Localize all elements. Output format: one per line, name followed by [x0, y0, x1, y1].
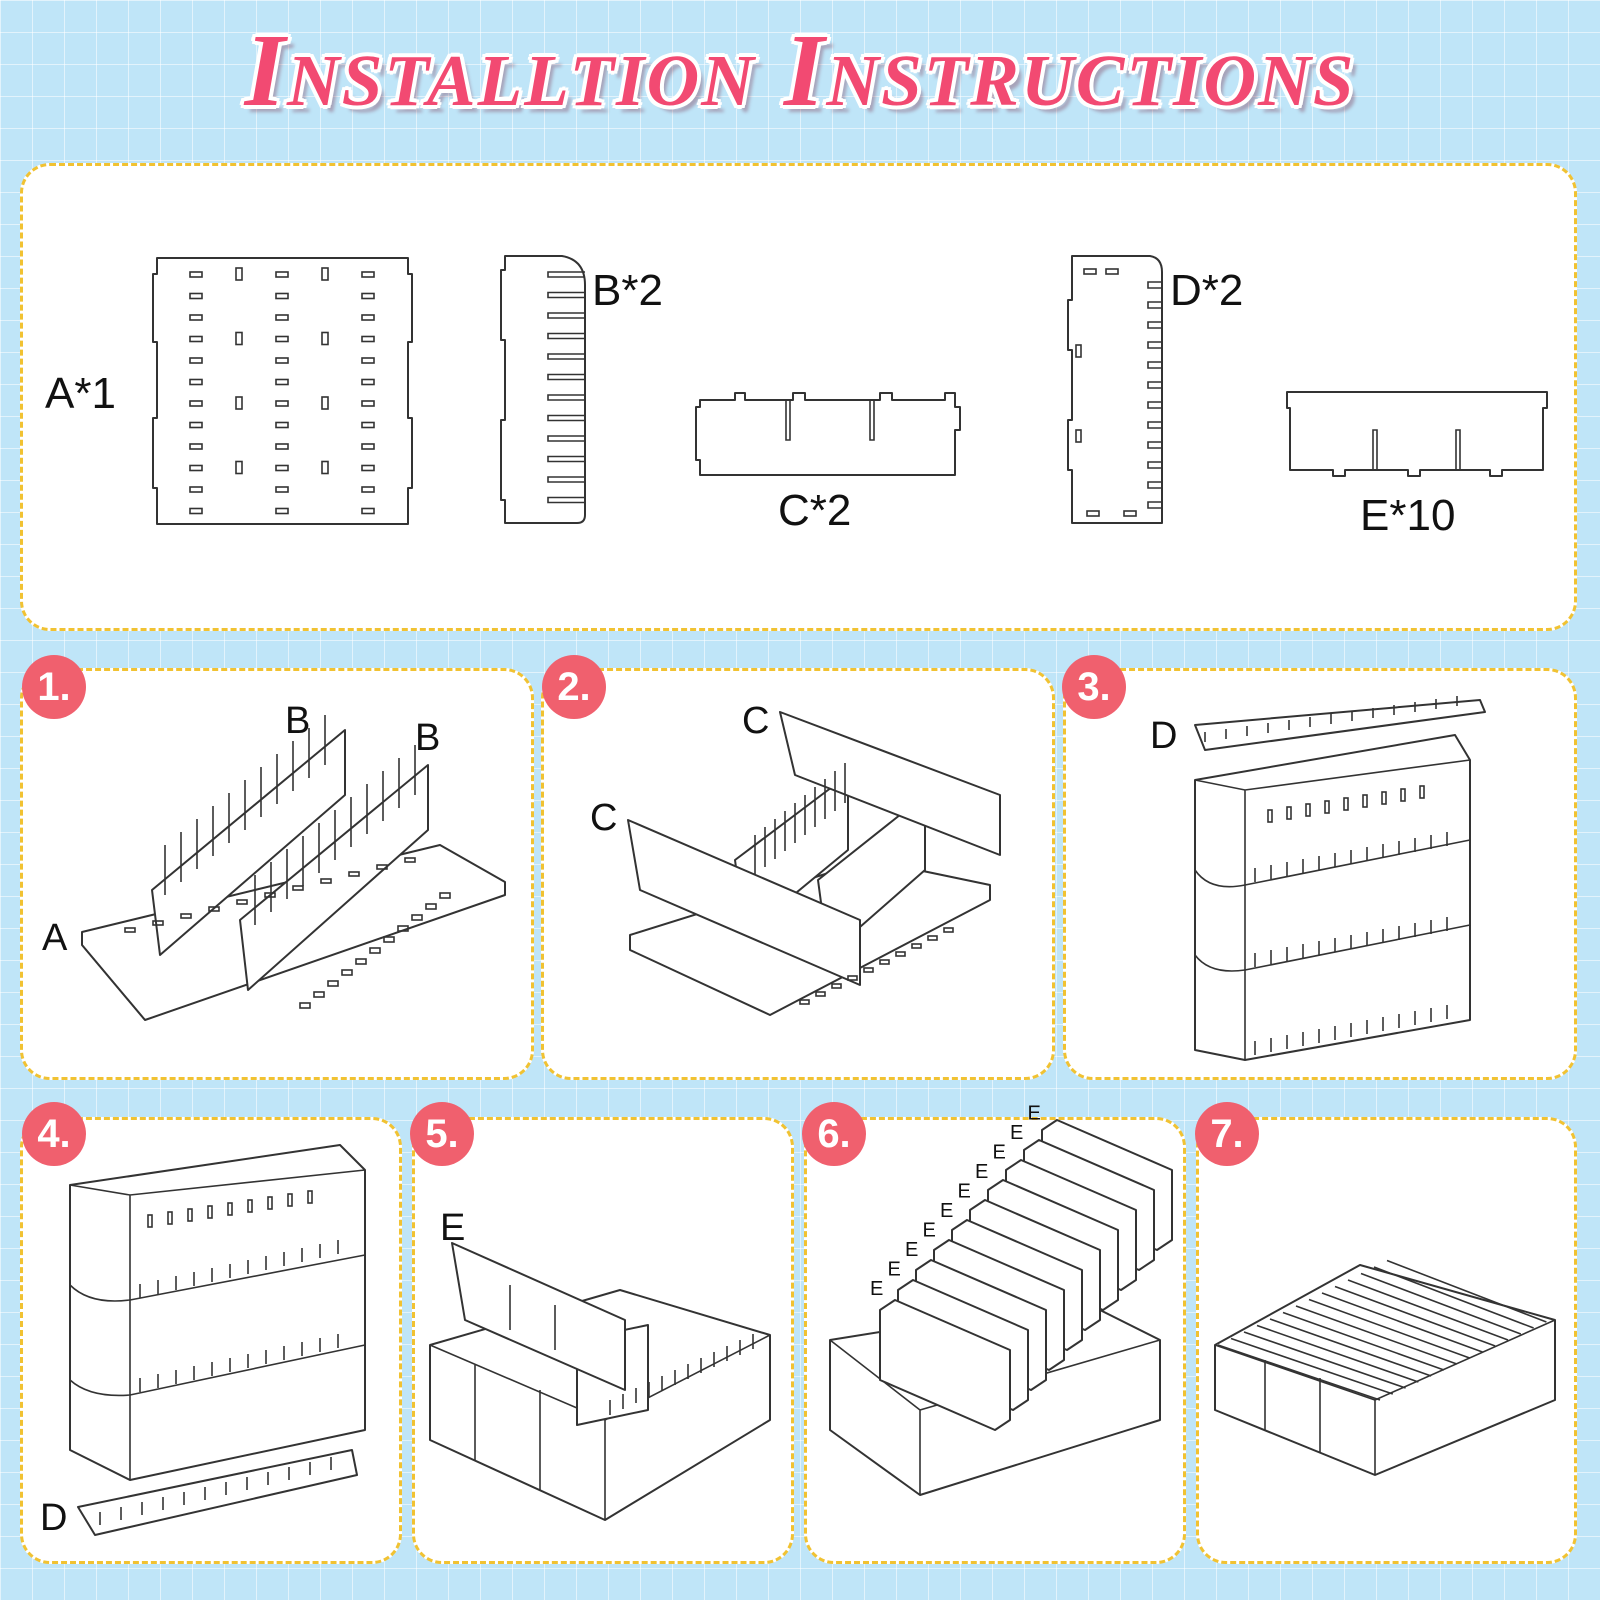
- part-e-board: [1286, 391, 1548, 477]
- page-title: Installtion Instructions: [244, 13, 1356, 128]
- step-2-illustration: [627, 711, 1001, 1016]
- step-6-label-e-8: E: [993, 1142, 1006, 1164]
- step-3-illustration: [1194, 696, 1486, 1061]
- part-b-board: [500, 255, 586, 524]
- step-6-label-e-9: E: [1010, 1122, 1023, 1144]
- part-d-label: D*2: [1170, 266, 1243, 315]
- step-6-label-e-5: E: [940, 1200, 953, 1222]
- step-6-illustration: [829, 1119, 1173, 1496]
- part-d-board: [1067, 255, 1163, 524]
- step-6-label-e-4: E: [923, 1220, 936, 1242]
- step-6-label-e-1: E: [870, 1278, 883, 1300]
- step-4-label-d: D: [40, 1497, 67, 1539]
- part-a-label: A*1: [45, 369, 116, 418]
- step-1-badge: 1.: [22, 655, 86, 719]
- step-5-illustration: [429, 1242, 771, 1521]
- step-4-illustration: [69, 1144, 366, 1536]
- step-5-label-e: E: [440, 1207, 465, 1249]
- part-c-board: [695, 392, 961, 476]
- step-2-badge: 2.: [542, 655, 606, 719]
- step-6-label-e-10: E: [1028, 1103, 1041, 1125]
- step-6-label-e-7: E: [975, 1161, 988, 1183]
- part-e-label: E*10: [1360, 491, 1455, 540]
- part-c-label: C*2: [778, 486, 851, 535]
- step-3-label-d: D: [1150, 715, 1177, 757]
- step-3-badge: 3.: [1062, 655, 1126, 719]
- step-2-label-c2: C: [590, 797, 617, 839]
- step-1-label-b2: B: [415, 717, 440, 759]
- step-6-label-e-6: E: [958, 1181, 971, 1203]
- step-5-badge: 5.: [410, 1102, 474, 1166]
- part-a-board: [152, 257, 413, 525]
- step-4-badge: 4.: [22, 1102, 86, 1166]
- step-6-badge: 6.: [802, 1102, 866, 1166]
- part-b-label: B*2: [592, 266, 663, 315]
- step-1-label-b1: B: [285, 700, 310, 742]
- step-6-label-e-3: E: [905, 1239, 918, 1261]
- step-6-label-e-2: E: [888, 1259, 901, 1281]
- step-7-illustration: [1214, 1259, 1556, 1476]
- step-7-badge: 7.: [1195, 1102, 1259, 1166]
- step-1-illustration: [81, 715, 506, 1021]
- step-1-label-a: A: [42, 917, 68, 959]
- step-2-label-c1: C: [742, 700, 769, 742]
